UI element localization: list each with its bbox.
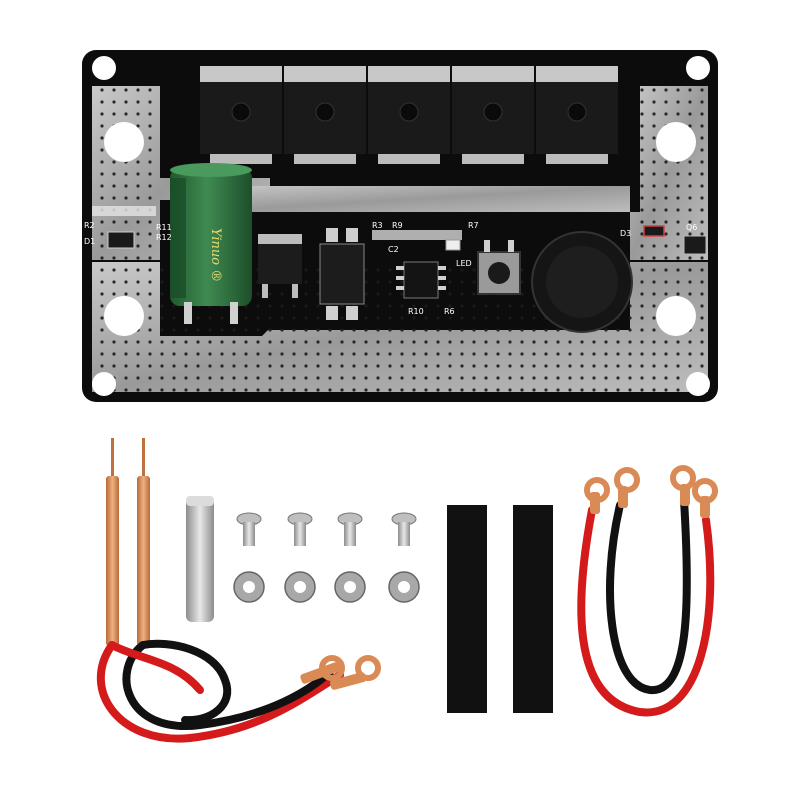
pcb-board: Yinuo ® bbox=[82, 50, 718, 402]
battery-cable-red bbox=[577, 506, 715, 717]
top-copper-strip bbox=[200, 186, 630, 212]
mount-hole-top-left bbox=[92, 56, 116, 80]
terminal-hole-left-bottom bbox=[104, 296, 144, 336]
welding-pen-right bbox=[137, 438, 150, 646]
label-d1: D1 bbox=[84, 237, 95, 246]
mount-hole-top-right bbox=[686, 56, 710, 80]
led-indicator bbox=[445, 239, 461, 251]
screws bbox=[236, 512, 417, 546]
mosfet-5 bbox=[536, 66, 618, 164]
nut-3 bbox=[334, 571, 366, 603]
label-r2: R2 bbox=[84, 221, 95, 230]
electrolytic-capacitor: Yinuo ® bbox=[170, 163, 252, 324]
label-r11: R11 bbox=[156, 223, 172, 232]
mosfet-row bbox=[200, 66, 618, 164]
label-led: LED bbox=[456, 259, 472, 268]
nickel-strip-roll bbox=[186, 496, 214, 622]
pen-cables bbox=[96, 639, 381, 743]
voltage-regulator bbox=[258, 234, 302, 298]
screw-2 bbox=[287, 512, 313, 546]
label-r10: R10 bbox=[408, 307, 424, 316]
label-r9: R9 bbox=[392, 221, 403, 230]
terminal-hole-right-bottom bbox=[656, 296, 696, 336]
optocoupler bbox=[319, 228, 365, 320]
diode-d1 bbox=[107, 231, 135, 249]
label-r12: R12 bbox=[156, 233, 172, 242]
trigger-button[interactable] bbox=[477, 240, 521, 295]
label-d3: D3 bbox=[620, 229, 631, 238]
label-q6: Q6 bbox=[686, 223, 697, 232]
screw-1 bbox=[236, 512, 262, 546]
heat-shrink-tubes bbox=[447, 505, 553, 713]
battery-cables bbox=[577, 465, 718, 717]
capacitor-print: Yinuo ® bbox=[208, 228, 223, 282]
nuts bbox=[233, 571, 420, 603]
heat-shrink-1 bbox=[447, 505, 487, 713]
pen-cable-red bbox=[96, 641, 344, 743]
label-r3: R3 bbox=[372, 221, 383, 230]
battery-cable-black bbox=[606, 496, 691, 695]
mosfet-2 bbox=[284, 66, 366, 164]
screw-3 bbox=[337, 512, 363, 546]
terminal-hole-right-top bbox=[656, 122, 696, 162]
nut-4 bbox=[388, 571, 420, 603]
nut-1 bbox=[233, 571, 265, 603]
diode-d3 bbox=[643, 225, 665, 237]
mosfet-1 bbox=[200, 66, 282, 164]
heat-shrink-2 bbox=[513, 505, 553, 713]
smd-resistors-mid bbox=[372, 230, 462, 240]
pen-cable-lugs bbox=[300, 655, 381, 690]
screw-4 bbox=[391, 512, 417, 546]
pen-cable-black bbox=[122, 641, 334, 731]
smd-resistor-row bbox=[92, 206, 156, 216]
nut-2 bbox=[284, 571, 316, 603]
label-c2: C2 bbox=[388, 245, 399, 254]
terminal-hole-left-top bbox=[104, 122, 144, 162]
mount-hole-bottom-left bbox=[92, 372, 116, 396]
control-ic bbox=[396, 261, 446, 299]
label-r7: R7 bbox=[468, 221, 479, 230]
welding-pen-left bbox=[106, 438, 119, 646]
buzzer bbox=[531, 231, 633, 333]
battery-cable-lugs bbox=[584, 465, 718, 518]
plate-via-dots-left bbox=[92, 86, 160, 260]
label-r6: R6 bbox=[444, 307, 455, 316]
welding-pens bbox=[106, 438, 150, 646]
mosfet-4 bbox=[452, 66, 534, 164]
transistor-q6 bbox=[683, 235, 707, 255]
mount-hole-bottom-right bbox=[686, 372, 710, 396]
mosfet-3 bbox=[368, 66, 450, 164]
